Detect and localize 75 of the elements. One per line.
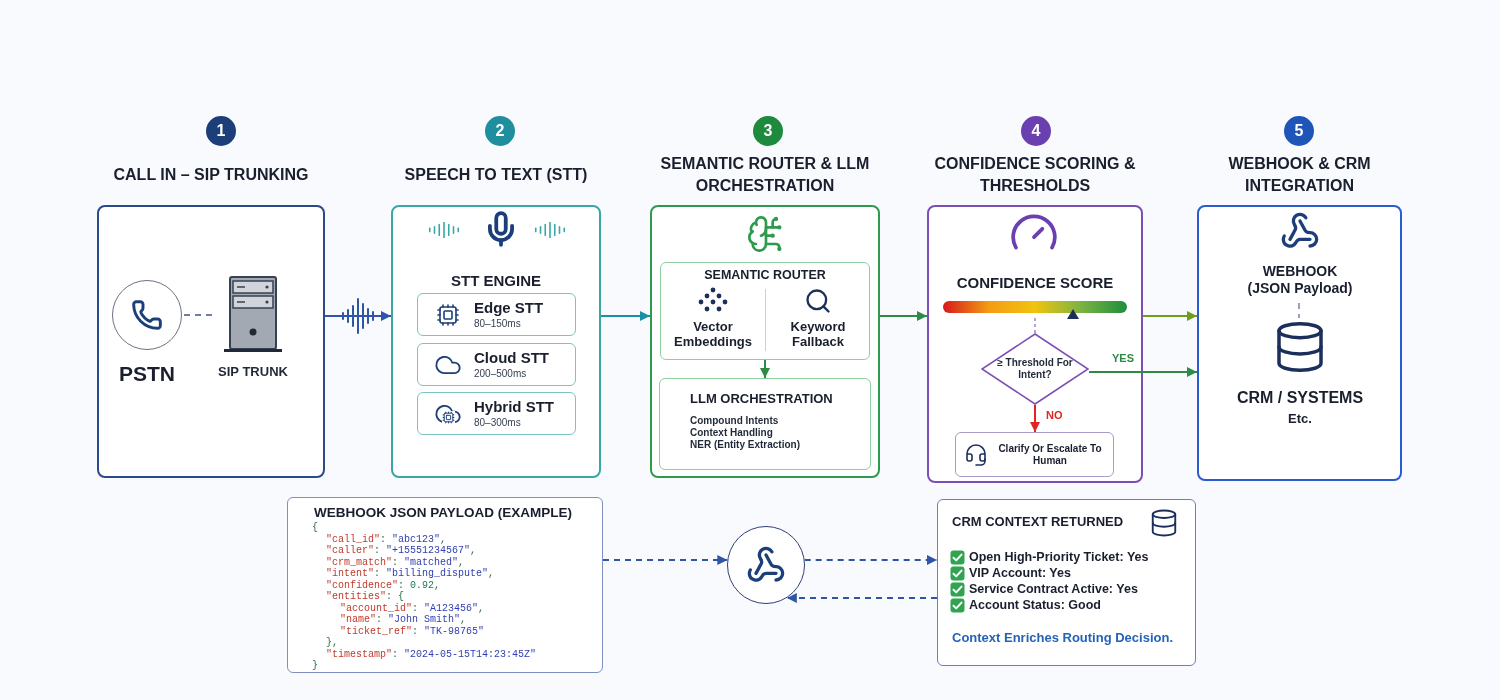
box-heading: LLM ORCHESTRATION bbox=[690, 390, 833, 408]
edge-label: NO bbox=[1044, 409, 1065, 422]
arrow bbox=[879, 311, 928, 321]
step-number-badge: 1 bbox=[206, 116, 236, 146]
stage-heading: CALL IN – SIP TRUNKING bbox=[112, 165, 310, 185]
list-item: Compound Intents bbox=[690, 415, 780, 427]
option-title: Hybrid STT bbox=[474, 398, 554, 416]
stage-heading: CONFIDENCE SCORING & THRESHOLDS bbox=[933, 154, 1137, 196]
list-item: NER (Entity Extraction) bbox=[690, 439, 800, 451]
code-line: } bbox=[312, 660, 318, 672]
stage-heading: SEMANTIC ROUTER & LLM ORCHESTRATION bbox=[659, 154, 871, 196]
engine-option-card bbox=[417, 392, 576, 435]
decision-text: ≥ Threshold For Intent? bbox=[997, 357, 1073, 381]
code-line: "timestamp": "2024-05-15T14:23:45Z" bbox=[326, 648, 537, 660]
list-item: Context Handling bbox=[690, 427, 774, 439]
card-heading: CRM CONTEXT RETURNED bbox=[952, 513, 1124, 531]
arrow bbox=[785, 593, 938, 603]
escalation-box bbox=[955, 432, 1114, 477]
option-title: Cloud STT bbox=[474, 349, 549, 367]
latency-text: 80–150ms bbox=[474, 317, 522, 330]
connector-line bbox=[1298, 302, 1300, 319]
node-sublabel: Etc. bbox=[1288, 411, 1312, 427]
card-heading: WEBHOOK JSON PAYLOAD (EXAMPLE) bbox=[314, 504, 573, 522]
arrow bbox=[803, 555, 938, 565]
stage-heading: WEBHOOK & CRM INTEGRATION bbox=[1227, 154, 1372, 196]
option-text: Vector Embeddings bbox=[673, 319, 753, 349]
stage-heading: SPEECH TO TEXT (STT) bbox=[403, 165, 589, 185]
engine-option-card bbox=[417, 343, 576, 386]
code-line: { bbox=[312, 522, 318, 534]
router-box bbox=[660, 262, 870, 360]
code-line: "intent": "billing_dispute", bbox=[326, 568, 495, 580]
code-line: "entities": { bbox=[326, 591, 405, 603]
option-text: Keyword Fallback bbox=[789, 319, 847, 349]
arrow bbox=[760, 359, 770, 379]
context-item: VIP Account: Yes bbox=[969, 566, 1071, 581]
context-item: Service Contract Active: Yes bbox=[969, 582, 1138, 597]
step-number-badge: 2 bbox=[485, 116, 515, 146]
code-line: "crm_match": "matched", bbox=[326, 556, 465, 568]
code-example-card bbox=[287, 497, 603, 673]
code-line: "ticket_ref": "TK-98765" bbox=[340, 625, 485, 637]
option-title: Edge STT bbox=[474, 299, 544, 317]
arrow bbox=[602, 555, 729, 565]
context-item: Account Status: Good bbox=[969, 598, 1101, 613]
node-label: PSTN bbox=[119, 362, 175, 386]
note-text: Context Enriches Routing Decision. bbox=[952, 628, 1174, 647]
latency-text: 200–500ms bbox=[474, 367, 528, 380]
arrow bbox=[324, 311, 392, 321]
connector-line bbox=[183, 314, 213, 316]
latency-text: 80–300ms bbox=[474, 416, 522, 429]
node-label: CRM / SYSTEMS bbox=[1236, 388, 1364, 407]
context-card bbox=[937, 499, 1196, 666]
section-title: CONFIDENCE SCORE bbox=[956, 273, 1114, 293]
code-line: "account_id": "A123456", bbox=[340, 602, 485, 614]
arrow bbox=[1030, 404, 1040, 433]
code-line: "caller": "+15551234567", bbox=[326, 545, 477, 557]
step-number-badge: 5 bbox=[1284, 116, 1314, 146]
arrow bbox=[1142, 311, 1198, 321]
orchestration-box bbox=[659, 378, 871, 470]
arrow bbox=[600, 311, 651, 321]
node-label: WEBHOOK bbox=[1262, 263, 1338, 280]
code-line: }, bbox=[326, 637, 338, 649]
node-sublabel: (JSON Payload) bbox=[1247, 280, 1353, 297]
arrow bbox=[1088, 367, 1198, 377]
box-heading: SEMANTIC ROUTER bbox=[704, 267, 826, 284]
code-line: "confidence": 0.92, bbox=[326, 579, 441, 591]
code-line: "call_id": "abc123", bbox=[326, 533, 447, 545]
step-number-badge: 4 bbox=[1021, 116, 1051, 146]
edge-label: YES bbox=[1110, 352, 1136, 365]
engine-option-card bbox=[417, 293, 576, 336]
code-line: "name": "John Smith", bbox=[340, 614, 467, 626]
section-title: STT ENGINE bbox=[451, 271, 541, 291]
step-number-badge: 3 bbox=[753, 116, 783, 146]
box-text: Clarify Or Escalate To Human bbox=[997, 442, 1103, 467]
context-item: Open High-Priority Ticket: Yes bbox=[969, 550, 1149, 565]
node-label: SIP TRUNK bbox=[218, 364, 288, 380]
